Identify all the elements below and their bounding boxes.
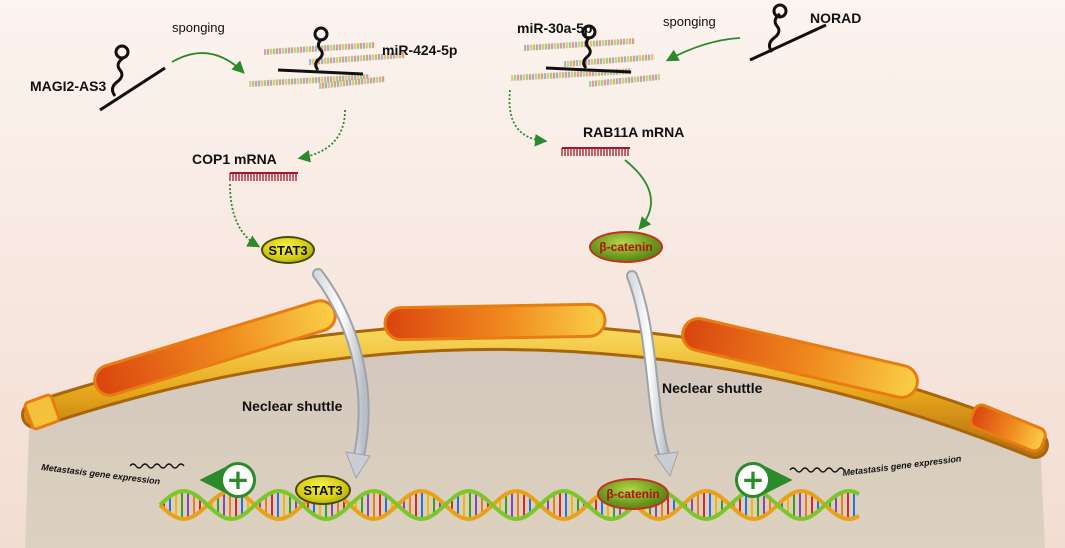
lncrna-magi2-as3-structure [99, 44, 166, 112]
mir-424-5p-label: miR-424-5p [382, 42, 458, 58]
inhibition-arrow-rab11a [508, 89, 548, 147]
bcatenin-nucleus: β-catenin [597, 478, 669, 510]
sponging-label-left: sponging [172, 20, 225, 35]
inhibition-arrow-cop1 [297, 109, 346, 163]
translation-arrow-bcatenin [624, 159, 652, 230]
sponging-arrow-right [665, 37, 741, 62]
nuclear-shuttle-label-left: Neclear shuttle [242, 398, 343, 414]
sponging-arrow-left [171, 52, 245, 74]
mirna-cluster-right [511, 24, 661, 87]
sponging-label-right: sponging [663, 14, 716, 29]
stat3-cytoplasm: STAT3 [261, 236, 315, 264]
cop1-mrna-label: COP1 mRNA [192, 151, 277, 167]
activation-plus-left: + [220, 462, 256, 498]
rab11a-mrna-strand [561, 147, 630, 156]
lncrna-norad-structure [749, 3, 827, 62]
norad-label: NORAD [810, 10, 862, 26]
bcatenin-cytoplasm: β-catenin [589, 231, 663, 263]
nuclear-shuttle-arrow-left [312, 268, 371, 480]
activation-plus-right: + [735, 462, 771, 498]
dna-strand-a [158, 488, 860, 522]
nuclear-shuttle-label-right: Neclear shuttle [662, 380, 763, 396]
transcript-wave-right [789, 467, 845, 473]
dna-helix [158, 488, 860, 522]
rab11a-mrna-label: RAB11A mRNA [583, 124, 685, 140]
cop1-mrna-strand [229, 172, 298, 181]
mir-30a-5p-label: miR-30a-5p [517, 20, 593, 36]
translation-arrow-stat3 [229, 183, 261, 248]
mirna-cluster-left [249, 26, 406, 89]
transcript-wave-left [129, 463, 185, 469]
nuclear-shuttle-arrow-right [626, 270, 679, 478]
magi2-as3-label: MAGI2-AS3 [30, 78, 107, 94]
stat3-nucleus: STAT3 [295, 475, 351, 505]
